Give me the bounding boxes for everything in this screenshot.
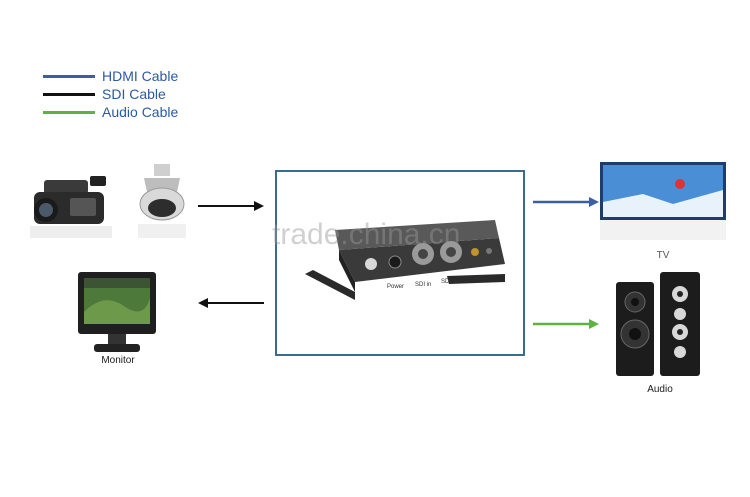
- arrow-to-tv: [533, 197, 599, 207]
- arrow-to-monitor: [198, 298, 264, 308]
- legend-label-audio: Audio Cable: [102, 104, 179, 120]
- monitor-icon: [78, 272, 156, 352]
- dome-camera-icon: [138, 164, 186, 238]
- camcorder-icon: [30, 176, 112, 238]
- sdi-out-label: SDI out: [441, 279, 462, 285]
- monitor-caption: Monitor: [101, 355, 135, 366]
- audio-caption: Audio: [647, 384, 673, 395]
- sdi-in-label: SDI in: [415, 282, 432, 288]
- watermark: trade.china.cn: [272, 218, 461, 251]
- legend-line-audio: [43, 111, 95, 114]
- speakers-icon: [616, 272, 700, 376]
- arrow-to-audio: [533, 319, 599, 329]
- legend-line-sdi: [43, 93, 95, 96]
- tv-caption: TV: [656, 250, 670, 261]
- arrow-to-converter: [198, 201, 264, 211]
- tv-icon: [600, 162, 726, 240]
- legend-line-hdmi: [43, 75, 95, 78]
- legend-label-hdmi: HDMI Cable: [102, 68, 179, 84]
- power-label: Power: [387, 284, 405, 290]
- sdi-converter-device: [305, 220, 505, 300]
- legend-label-sdi: SDI Cable: [102, 86, 166, 102]
- converter-frame: Power SDI in SDI out SET: [275, 170, 525, 356]
- set-label: SET: [473, 276, 485, 282]
